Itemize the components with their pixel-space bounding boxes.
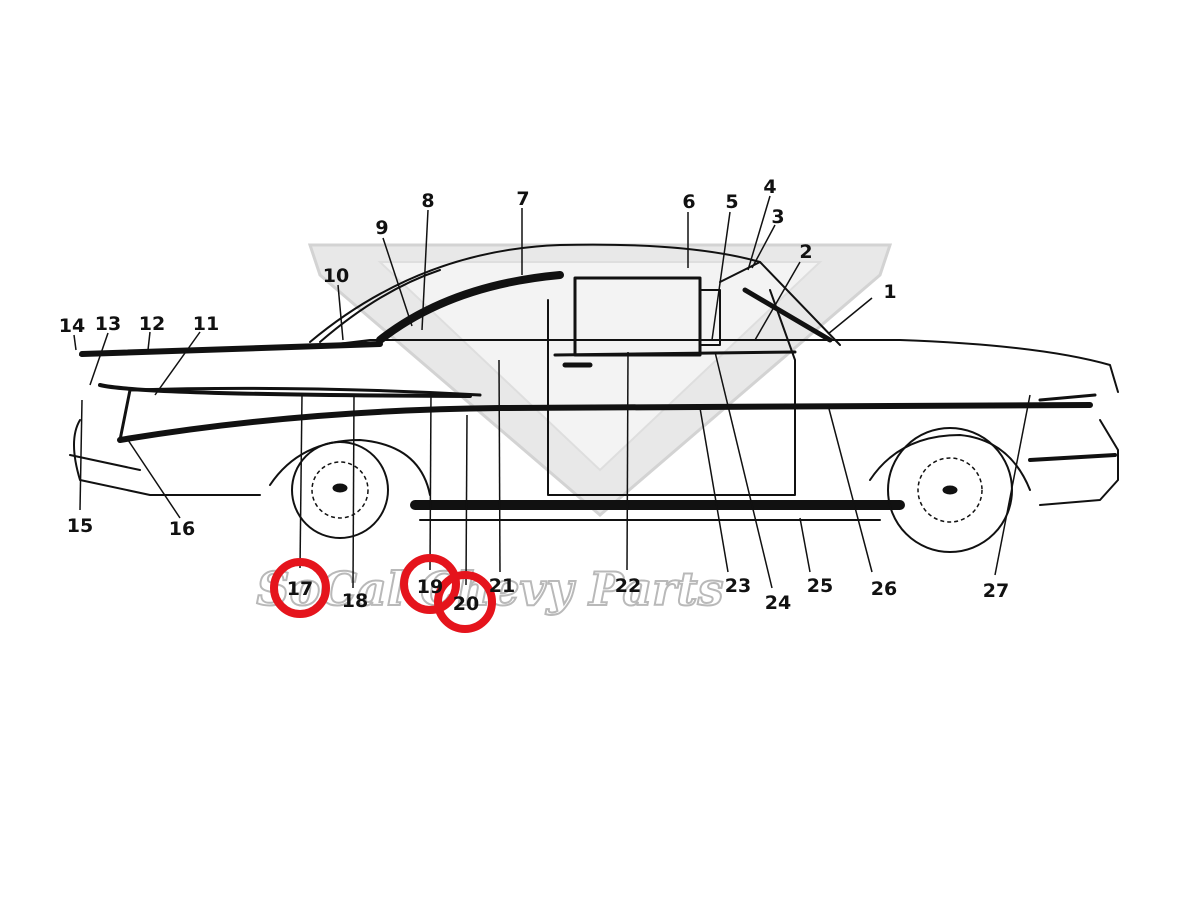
front-wheel bbox=[887, 427, 1013, 553]
callout-4: 4 bbox=[763, 176, 776, 198]
callout-3: 3 bbox=[771, 206, 784, 228]
callout-20: 20 bbox=[453, 593, 479, 615]
callout-labels: 1 2 3 4 5 6 7 8 9 10 11 12 13 14 15 16 1… bbox=[59, 176, 1009, 615]
callout-9: 9 bbox=[375, 217, 388, 239]
watermark-logo bbox=[307, 243, 893, 517]
callout-12: 12 bbox=[139, 313, 165, 335]
callout-10: 10 bbox=[323, 265, 349, 287]
callout-23: 23 bbox=[725, 575, 751, 597]
callout-22: 22 bbox=[615, 575, 641, 597]
callout-26: 26 bbox=[871, 578, 897, 600]
callout-18: 18 bbox=[342, 590, 368, 612]
highlight-ring-20 bbox=[434, 571, 496, 633]
callout-11: 11 bbox=[193, 313, 219, 335]
callout-8: 8 bbox=[421, 190, 434, 212]
callout-16: 16 bbox=[169, 518, 195, 540]
callout-1: 1 bbox=[883, 281, 896, 303]
callout-17: 17 bbox=[287, 578, 313, 600]
callout-6: 6 bbox=[682, 191, 695, 213]
callout-13: 13 bbox=[95, 313, 121, 335]
callout-7: 7 bbox=[516, 188, 529, 210]
callout-2: 2 bbox=[799, 241, 812, 263]
highlight-ring-17 bbox=[270, 558, 330, 618]
callout-19: 19 bbox=[417, 576, 443, 598]
callout-14: 14 bbox=[59, 315, 85, 337]
callout-24: 24 bbox=[765, 592, 791, 614]
leader-lines bbox=[73, 195, 1031, 589]
callout-15: 15 bbox=[67, 515, 93, 537]
car-body bbox=[69, 243, 1119, 521]
callout-5: 5 bbox=[725, 191, 738, 213]
callout-21: 21 bbox=[489, 575, 515, 597]
highlight-rings bbox=[270, 554, 496, 633]
highlight-ring-19 bbox=[400, 554, 460, 614]
callout-27: 27 bbox=[983, 580, 1009, 602]
callout-25: 25 bbox=[807, 575, 833, 597]
rear-wheel bbox=[291, 441, 389, 539]
